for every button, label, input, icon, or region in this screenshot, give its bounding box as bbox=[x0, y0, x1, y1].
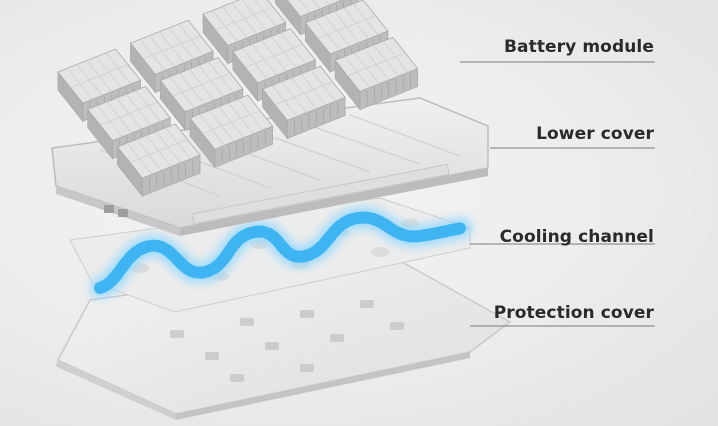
battery-module-block bbox=[261, 65, 346, 140]
lower-cover-label: Lower cover bbox=[536, 124, 654, 144]
lower-cover-tray bbox=[51, 97, 489, 236]
battery-module-block bbox=[334, 36, 419, 111]
battery-module-label: Battery module bbox=[503, 37, 654, 57]
battery-module-block bbox=[116, 123, 201, 198]
cooling-channel-label: Cooling channel bbox=[499, 227, 654, 247]
battery-module-group bbox=[57, 0, 419, 198]
protection-cover-label: Protection cover bbox=[493, 303, 654, 323]
battery-module-block bbox=[189, 94, 274, 169]
